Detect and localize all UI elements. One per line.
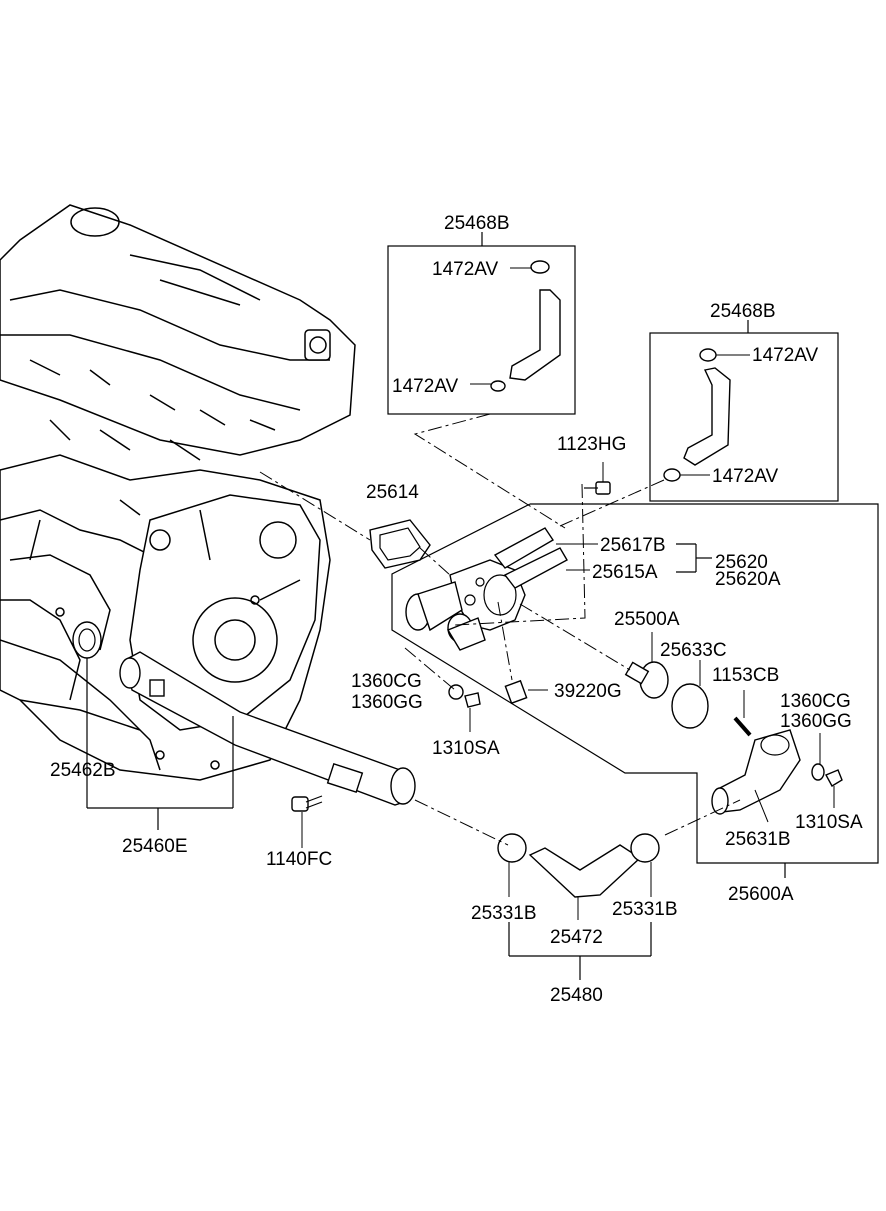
label-25500a: 25500A <box>614 609 680 630</box>
label-1360cg-left: 1360CG <box>351 671 422 692</box>
engine-block <box>0 204 356 781</box>
outlet-fitting-25631b <box>711 729 801 823</box>
thermostat-housing-25620 <box>405 527 568 651</box>
label-1360gg-left: 1360GG <box>351 692 423 713</box>
label-25460e: 25460E <box>122 836 188 857</box>
label-25620a: 25620A <box>715 569 781 590</box>
hose-25472 <box>497 833 660 920</box>
label-39220g: 39220G <box>554 681 622 702</box>
assembly-lines <box>259 413 741 846</box>
label-25331b-left: 25331B <box>471 903 537 924</box>
label-1472av-right-2: 1472AV <box>712 466 779 487</box>
sensor-39220g <box>504 679 548 705</box>
label-1310sa-right: 1310SA <box>795 812 863 833</box>
assembly-box-25600a <box>391 503 879 878</box>
label-1123hg: 1123HG <box>557 434 626 455</box>
bolt-1123hg <box>584 462 611 495</box>
part-labels: 25468B 1472AV 1472AV 25468B 1472AV 1472A… <box>50 213 863 1006</box>
label-1472av-right-1: 1472AV <box>752 345 819 366</box>
label-1153cb: 1153CB <box>712 665 779 686</box>
label-25468b-top: 25468B <box>444 213 510 234</box>
label-25615a: 25615A <box>592 562 658 583</box>
label-25617b: 25617B <box>600 535 666 556</box>
label-25631b: 25631B <box>725 829 791 850</box>
label-1472av-top-1: 1472AV <box>432 259 499 280</box>
thermostat-25500a <box>624 632 669 699</box>
label-25331b-right: 25331B <box>612 899 678 920</box>
label-1140fc: 1140FC <box>266 849 332 870</box>
label-25472: 25472 <box>550 927 603 948</box>
label-25468b-right: 25468B <box>710 301 776 322</box>
label-1310sa-left: 1310SA <box>432 738 500 759</box>
gasket-25614 <box>369 519 431 569</box>
hose-group-25468b-top <box>387 232 576 415</box>
o-ring-25462b <box>72 621 102 659</box>
washer-nut-left <box>448 684 481 732</box>
label-1472av-top-2: 1472AV <box>392 376 459 397</box>
leader-lines <box>86 543 712 980</box>
gasket-25633c <box>671 660 709 729</box>
label-1360gg-right: 1360GG <box>780 711 852 732</box>
hose-group-25468b-right <box>649 320 839 502</box>
label-25600a: 25600A <box>728 884 794 905</box>
label-25480: 25480 <box>550 985 603 1006</box>
label-25620: 25620 <box>715 552 768 573</box>
label-25633c: 25633C <box>660 640 727 661</box>
water-pipe-25460e <box>119 651 416 806</box>
washer-nut-right <box>811 733 843 808</box>
bolt-1140fc <box>291 795 323 848</box>
label-1360cg-right: 1360CG <box>780 691 851 712</box>
label-25614: 25614 <box>366 482 419 503</box>
label-25462b: 25462B <box>50 760 116 781</box>
stud-1153cb <box>733 690 752 737</box>
